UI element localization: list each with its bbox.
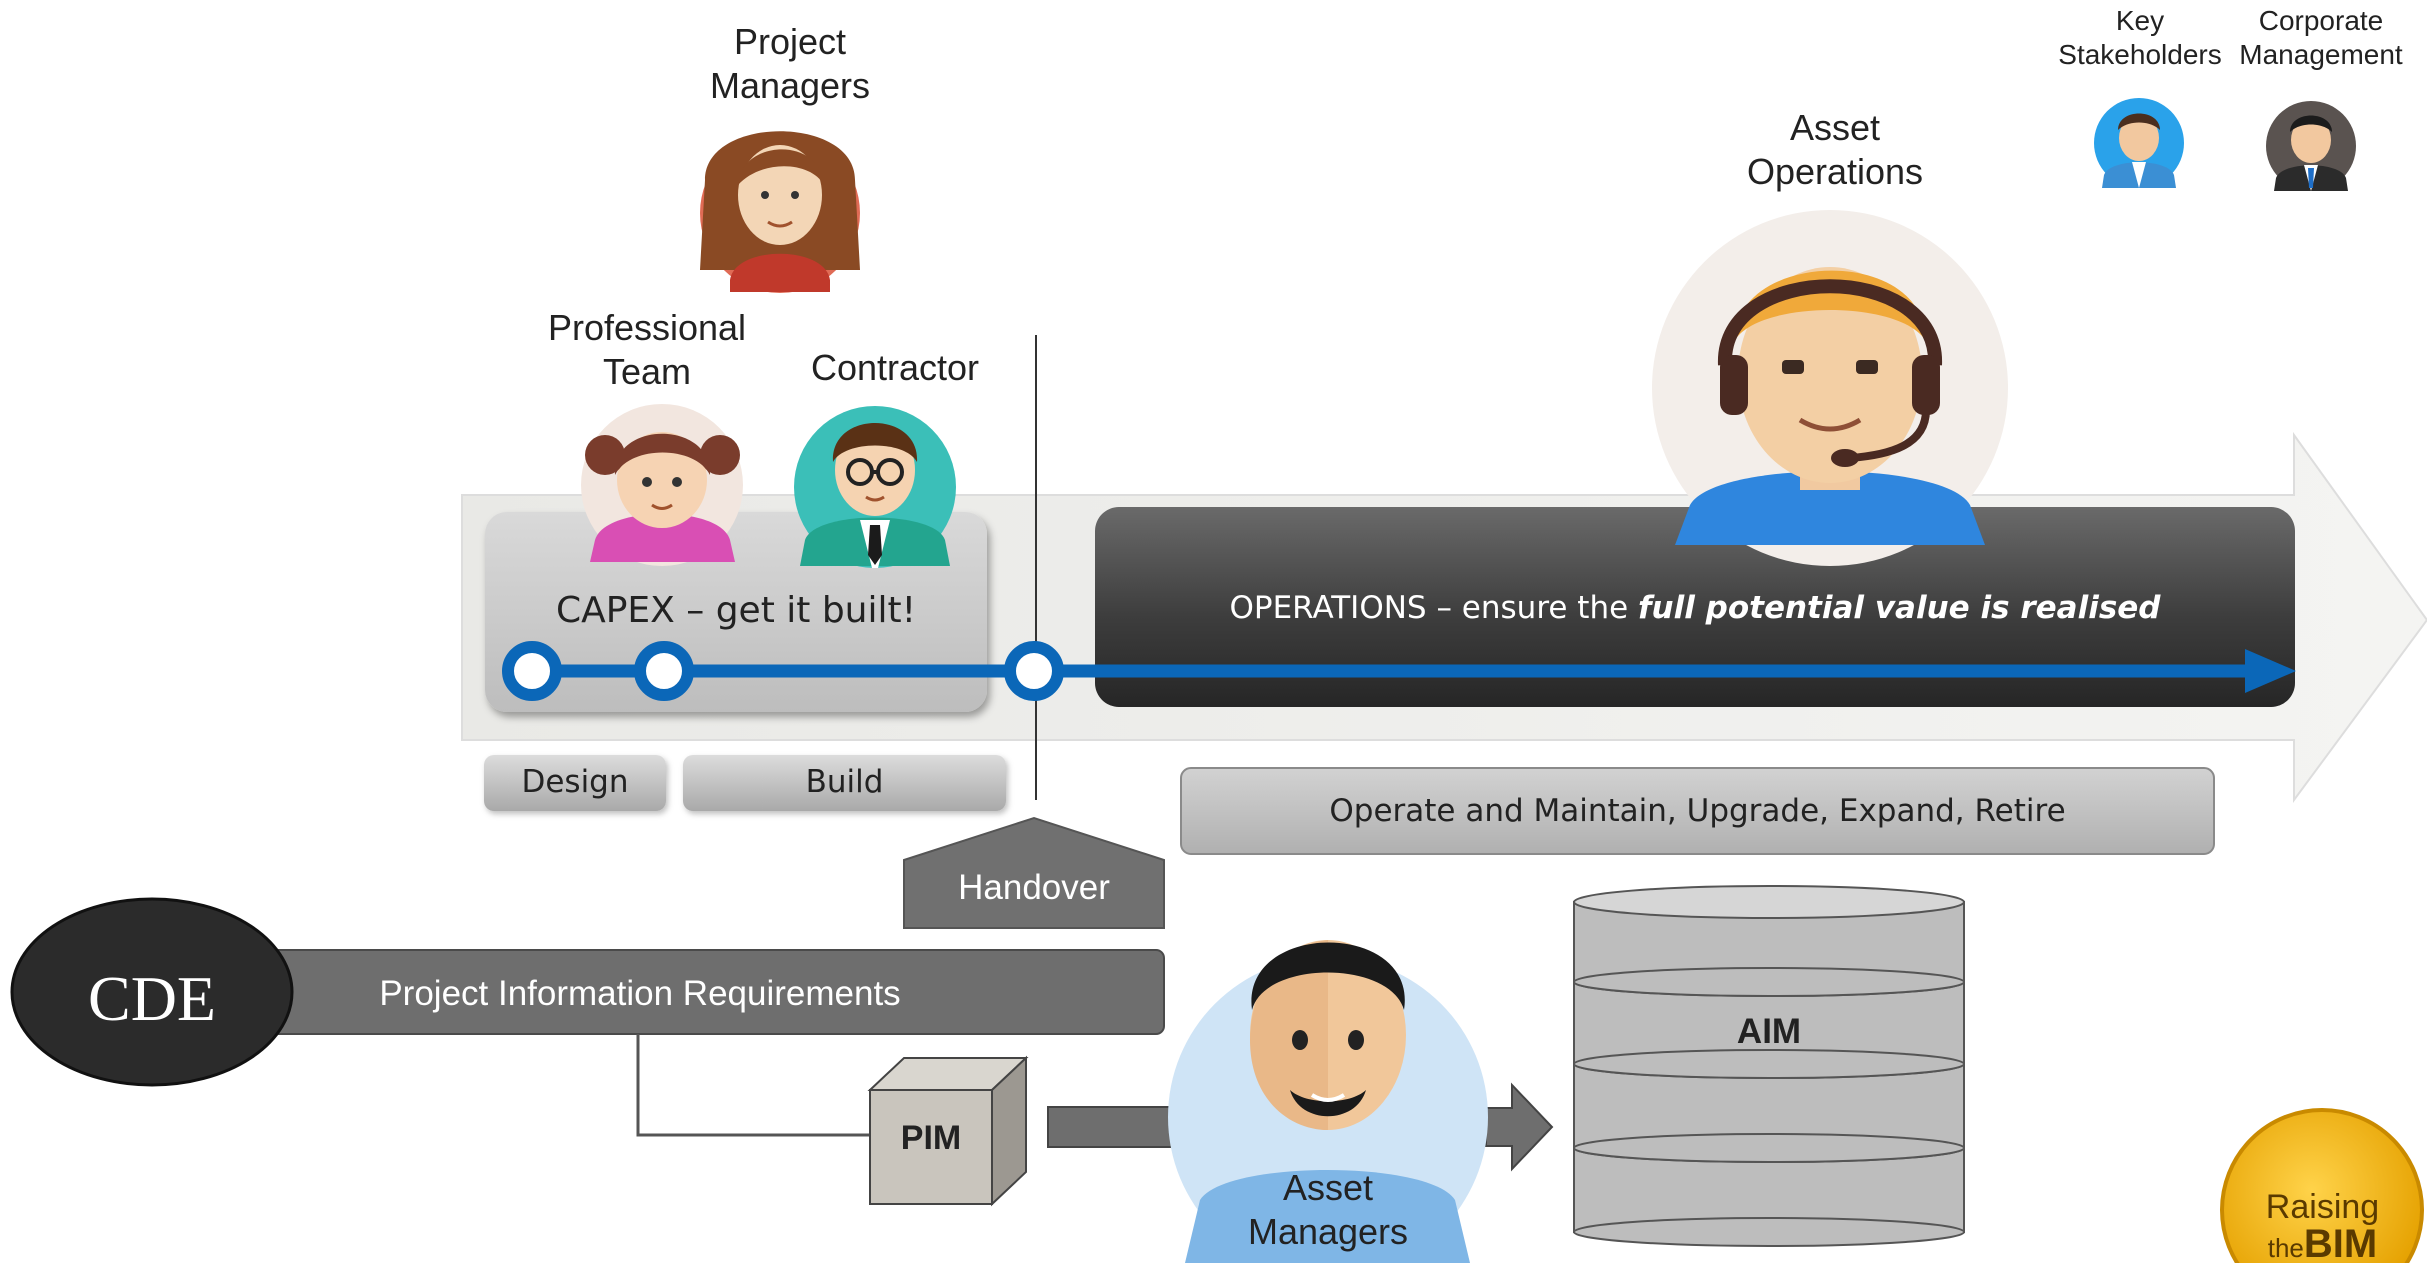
milestone-handover	[1004, 641, 1064, 701]
ops-activities-label: Operate and Maintain, Upgrade, Expand, R…	[1329, 793, 2066, 829]
key-stakeholders-label: Key Stakeholders	[2058, 5, 2222, 71]
project-managers-label: Project Managers	[709, 21, 871, 106]
operations-label-emphasis: full potential value is realised	[1638, 590, 2161, 626]
pim-to-managers-arrow	[1047, 1106, 1181, 1148]
logo-line2a: the	[2267, 1233, 2304, 1263]
handover-shape	[903, 816, 1165, 929]
aim-database	[1573, 885, 1965, 1247]
cde-label: CDE	[88, 963, 216, 1034]
asset-managers-avatar-icon	[1168, 940, 1488, 1263]
raising-the-bim-logo	[2220, 1108, 2424, 1263]
capex-label: CAPEX – get it built!	[555, 590, 917, 631]
operations-label-prefix: OPERATIONS – ensure the	[1229, 590, 1639, 626]
design-label: Design	[521, 764, 629, 800]
milestone-1	[502, 641, 562, 701]
design-pill	[484, 755, 666, 811]
professional-team-label: Professional Team	[547, 307, 747, 392]
professional-team-avatar-icon	[581, 404, 743, 566]
operations-box	[1095, 507, 2295, 707]
logo-line2b: BIM	[2303, 1222, 2378, 1266]
timeline-arrowhead	[2245, 649, 2296, 693]
pir-to-pim-connector	[636, 1034, 870, 1137]
asset-managers-label: Asset Managers	[1247, 1167, 1409, 1252]
contractor-label: Contractor	[810, 347, 980, 388]
key-stakeholders-avatar-icon	[2094, 98, 2184, 188]
managers-to-aim-arrow	[1485, 1082, 1554, 1172]
pir-label: Project Information Requirements	[379, 974, 901, 1013]
pim-label: PIM	[900, 1119, 962, 1157]
cde-ellipse	[10, 897, 294, 1087]
asset-operations-label: Asset Operations	[1746, 107, 1924, 192]
contractor-avatar-icon	[794, 406, 956, 568]
ops-activities-pill	[1180, 767, 2215, 855]
operations-label: OPERATIONS – ensure the full potential v…	[1100, 590, 2290, 626]
asset-operations-avatar-icon	[1652, 210, 2008, 566]
project-manager-avatar-icon	[700, 131, 860, 293]
milestone-2	[634, 641, 694, 701]
timeline-milestones	[502, 641, 1064, 701]
pim-cube	[867, 1055, 1029, 1207]
build-pill	[683, 755, 1006, 811]
logo-text: Raising theBIM	[2230, 1190, 2415, 1264]
corporate-management-label: Corporate Management	[2239, 5, 2403, 71]
build-label: Build	[805, 764, 884, 800]
corporate-management-avatar-icon	[2266, 101, 2356, 191]
aim-label: AIM	[1736, 1012, 1802, 1051]
logo-line1: Raising	[2265, 1188, 2380, 1226]
handover-label: Handover	[958, 868, 1110, 907]
